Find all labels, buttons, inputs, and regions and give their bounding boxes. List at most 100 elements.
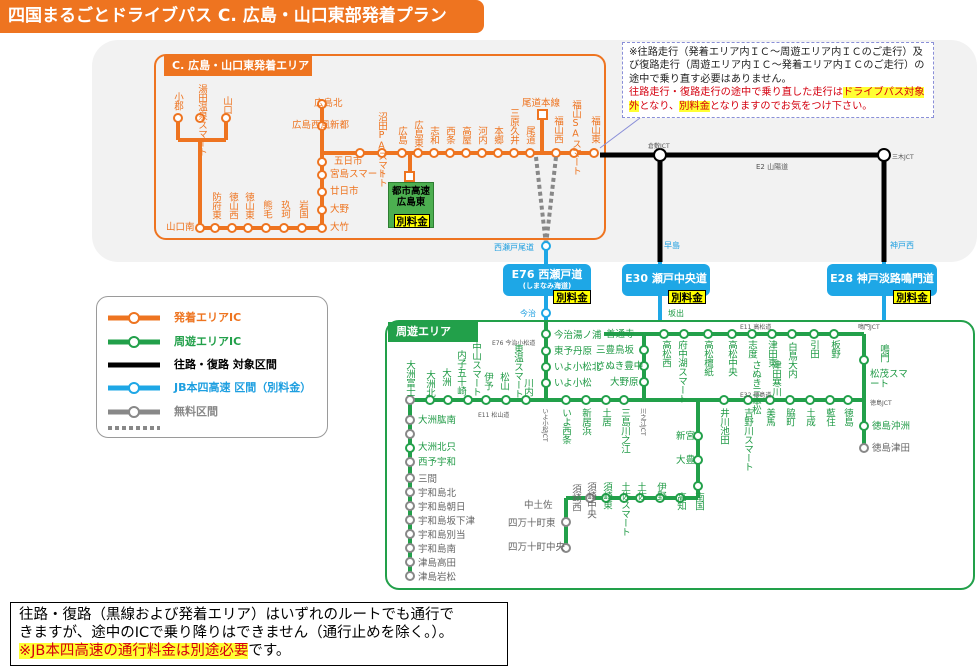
ic-iyo-komatsu-kita: いよ小松北 xyxy=(554,362,602,373)
ic-fuchuko-smart: 府中湖スマート xyxy=(676,340,687,403)
ic-tokushima: 徳島 xyxy=(842,408,853,426)
naruto-jct-label: 鳴門JCT xyxy=(858,324,880,331)
ic-fukuyama-higashi: 福山東 xyxy=(589,116,600,143)
ic-shirotori-ochi: 白鳥大内 xyxy=(786,342,797,378)
ic-kochi: 高知 xyxy=(675,492,686,510)
ic-ozu-fuji: 大洲富士 xyxy=(404,360,415,396)
ic-ikawa-ikeda: 井川池田 xyxy=(718,408,729,444)
ic-iyo: 伊予 xyxy=(482,372,493,390)
ic-iyo-saijo: いよ西条 xyxy=(560,408,571,444)
ic-fukuyama-sa-smart: 福山SAスマート xyxy=(570,100,581,175)
bottom-notice-line1: 往路・復路（黒線および発着エリア）はいずれのルートでも通行で xyxy=(19,607,454,623)
ic-sanuki-toyonaka: さぬき豊中 xyxy=(596,361,644,372)
ic-aizumi: 藍住 xyxy=(824,408,835,426)
ic-tsuda-higashi: 津田東 xyxy=(766,340,777,367)
komatsu-jct-label: いよ小松JCT xyxy=(541,408,548,442)
origin-area-box xyxy=(154,54,606,240)
ic-uwajima-sakashitazu: 宇和島坂下津 xyxy=(418,516,476,527)
e76-bottom-label: 今治 xyxy=(520,309,536,318)
ic-kouchi: 河内 xyxy=(476,126,487,144)
ic-iyo-komatsu: いよ小松 xyxy=(554,378,592,389)
e11-takamatsu-label: E11 高松道 xyxy=(740,324,772,331)
legend-free-dotted xyxy=(108,426,160,430)
ic-tokushima-okinosu: 徳島沖洲 xyxy=(872,421,911,432)
ic-shimanto-chuo: 四万十町中央 xyxy=(508,542,566,553)
ic-kumage: 熊毛 xyxy=(261,200,272,218)
ic-takamatsu-chuo: 高松中央 xyxy=(726,340,737,376)
bottom-notice-line3: ※JB本四高速の通行料金は別途必要 xyxy=(19,643,249,659)
ic-tosa: 土佐 xyxy=(635,482,646,500)
ic-mima-tokushima: 美馬 xyxy=(764,408,775,426)
legend-swatches xyxy=(108,312,160,418)
circulation-area-box xyxy=(385,320,975,590)
e11-matsuyama-label: E11 松山道 xyxy=(478,412,510,419)
ic-hiroshima-higashi: 広島東 xyxy=(412,120,423,147)
ic-hiroshima-nishi-fushin: 広島西風新都 xyxy=(292,120,350,131)
ic-iwakuni: 岩国 xyxy=(297,200,308,218)
ic-hiketa: 引田 xyxy=(808,340,819,358)
ic-donari: 土成 xyxy=(804,408,815,426)
e2-label: E2 山陽道 xyxy=(756,163,789,171)
ic-nakayama-smart: 中山スマート xyxy=(470,342,481,396)
ic-takamatsu-danshi: 高松檀紙 xyxy=(702,340,713,376)
ic-hatsukaichi: 廿日市 xyxy=(330,186,359,197)
ic-mishima-kawanoe: 三島川之江 xyxy=(619,408,630,453)
ic-ogori: 小郡 xyxy=(172,92,183,110)
ic-takaya: 高屋 xyxy=(460,126,471,144)
ic-matsushige-smart: 松茂スマート xyxy=(870,369,908,390)
ic-toon-smart: 東温スマート xyxy=(512,344,523,398)
notice-text-2a: 往路走行・復路走行の途中で乗り直した走行は xyxy=(629,87,843,99)
ic-fukuyama-nishi: 福山西 xyxy=(552,116,563,143)
ic-ono: 大野 xyxy=(330,204,350,215)
kurashiki-jct-label: 倉敷JCT xyxy=(648,143,670,150)
ic-mitoyo-torisaka: 三豊鳥坂 xyxy=(596,345,635,356)
ic-onohara: 大野原 xyxy=(610,377,639,388)
e30-route-box: E30 瀬戸中央道 xyxy=(622,264,710,296)
e30-name: E30 瀬戸中央道 xyxy=(625,272,707,285)
ic-nankoku: 南国 xyxy=(693,492,704,510)
ic-yuda-onsen: 湯田温泉スマート xyxy=(196,84,207,156)
miki-jct-label: 三木JCT xyxy=(892,154,914,161)
ic-hofu-higashi: 防府東 xyxy=(210,192,221,219)
ic-uchiko-ikazaki: 内子五十崎 xyxy=(455,350,466,395)
toshi-kosoku-label: 都市高速広島東 xyxy=(391,186,430,208)
bottom-notice-line3-tail: です。 xyxy=(248,643,291,659)
ic-mima: 三間 xyxy=(418,474,438,485)
notice-box: ※往路走行（発着エリア内ＩＣ～周遊エリア内ＩＣのご走行）及び復路走行（周遊エリア… xyxy=(622,42,934,118)
ic-toyo-tanbara: 東予丹原 xyxy=(554,346,593,357)
tokushima-jct-label: 徳島JCT xyxy=(870,400,892,407)
ic-saijo: 西条 xyxy=(444,126,455,144)
ic-tosa-smart: 土佐スマート xyxy=(619,482,630,536)
bottom-notice-line2: きますが、途中のICで乗り降りはできません（通行止めを除く。）。 xyxy=(19,625,454,641)
ic-ozu-kitatada: 大洲北只 xyxy=(418,442,457,453)
ic-otoyo: 大豊 xyxy=(676,455,696,466)
ic-doi: 土居 xyxy=(600,408,611,426)
ic-kuga: 玖珂 xyxy=(279,200,290,218)
ic-shiwa: 志和 xyxy=(428,126,439,144)
ic-onomichi: 尾道 xyxy=(524,126,535,144)
ic-wakimachi: 脇町 xyxy=(784,408,795,426)
ic-kawauchi: 川内 xyxy=(522,378,533,396)
ic-hongo: 本郷 xyxy=(492,126,503,144)
e30-fare-badge: 別料金 xyxy=(668,290,706,304)
ic-tokuyama-nishi: 徳山西 xyxy=(227,192,238,219)
ic-ino: 伊野 xyxy=(655,482,666,500)
ic-shido: 志度 xyxy=(746,340,757,358)
ic-susaki-nishi: 須崎西 xyxy=(570,484,581,511)
ic-zentsuji: 善通寺 xyxy=(606,329,635,340)
ic-matsuyama: 松山 xyxy=(498,372,509,390)
ic-tokushima-tsuda: 徳島津田 xyxy=(872,443,911,454)
e32-label: E32 徳島道 xyxy=(740,392,772,399)
ic-hiroshima-kita: 広島北 xyxy=(314,98,343,109)
e76-name: E76 西瀬戸道 xyxy=(511,268,583,281)
e28-top-label: 神戸西 xyxy=(890,241,914,250)
ic-hiroshima: 広島 xyxy=(396,126,407,144)
ic-tsushima-iwamatsu: 津島岩松 xyxy=(418,572,457,583)
ic-uwajima-asahi: 宇和島朝日 xyxy=(418,502,466,513)
ic-ozu-kita: 大洲北 xyxy=(424,370,435,397)
ic-uwajima-betto: 宇和島別当 xyxy=(418,530,466,541)
ic-ozu: 大洲 xyxy=(440,368,451,386)
e76-imabari-label: E76 今治小松道 xyxy=(492,340,536,347)
notice-text-2e: となりますのでお気をつけ下さい。 xyxy=(709,100,873,112)
legend-jb-section: JB本四高速 区間（別料金） xyxy=(174,381,312,394)
